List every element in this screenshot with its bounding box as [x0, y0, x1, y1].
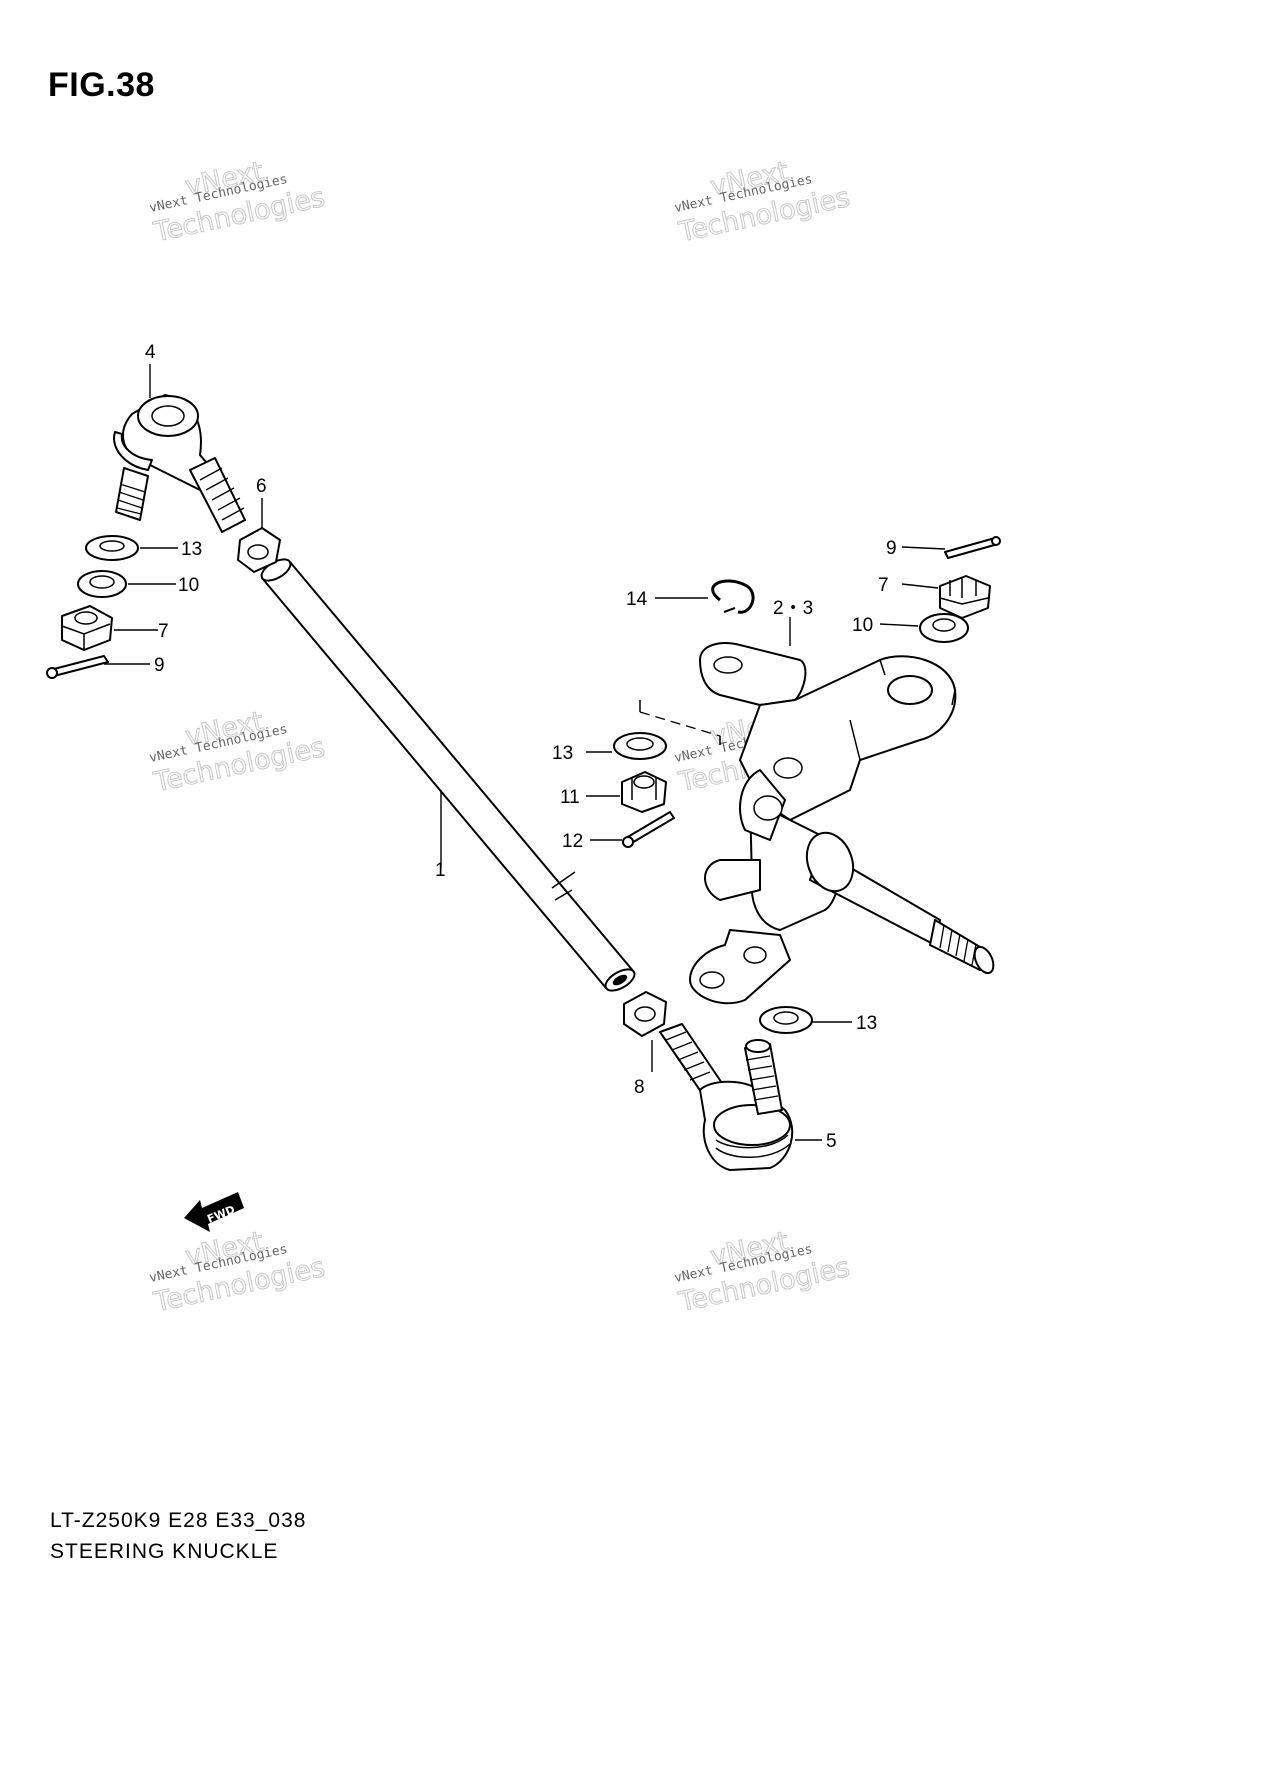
part-nut-7-left: [61, 605, 113, 651]
callout-9-right: 9: [886, 538, 897, 559]
figure-title: FIG.38: [48, 66, 155, 104]
part-washer-13-lower: [759, 1006, 813, 1034]
part-tie-rod: [260, 558, 636, 992]
callout-8: 8: [634, 1077, 645, 1098]
callout-13-mid: 13: [552, 743, 573, 764]
part-tie-rod-end-right: [659, 1023, 794, 1171]
watermark-bottom-left: vNext Technologies vNext Technologies: [148, 1226, 328, 1319]
callout-10-right: 10: [852, 615, 873, 636]
callout-14: 14: [626, 589, 648, 610]
callout-labels: 1 2・3 4 5 6 7 7 8 9 9 10 10 11 12 13 13 …: [145, 342, 897, 1152]
part-washer-10-right: [919, 613, 969, 643]
callout-2-3: 2・3: [773, 598, 813, 619]
part-cotter-pin-9-left: [46, 655, 109, 679]
part-cotter-pin-9-right: [944, 536, 1001, 559]
part-washer-13-mid: [613, 732, 667, 760]
fwd-arrow-icon: FWD: [184, 1192, 244, 1232]
part-washer-13-left: [85, 535, 139, 561]
callout-12: 12: [562, 831, 583, 852]
part-castle-nut-7-right: [939, 575, 991, 619]
callout-5: 5: [826, 1131, 837, 1152]
callout-4: 4: [145, 342, 156, 363]
callout-7-left: 7: [158, 621, 169, 642]
callout-13-lower: 13: [856, 1013, 877, 1034]
part-steering-knuckle: [639, 642, 995, 1005]
part-nut-11: [621, 771, 667, 813]
leader-lines: [104, 364, 946, 1141]
part-lock-nut-8: [623, 991, 667, 1037]
part-washer-10-left: [77, 570, 127, 598]
part-cotter-pin-12: [622, 811, 675, 848]
callout-1: 1: [435, 860, 446, 881]
watermark-mid-left: vNext Technologies vNext Technologies: [148, 706, 328, 799]
callout-6: 6: [256, 476, 267, 497]
callout-7-right: 7: [878, 575, 889, 596]
callout-13-left: 13: [181, 539, 202, 560]
callout-11: 11: [560, 787, 580, 808]
watermark-top-right: vNext Technologies vNext Technologies: [673, 156, 853, 249]
watermark-top-left: vNext Technologies vNext Technologies: [148, 156, 328, 249]
model-code: LT-Z250K9 E28 E33_038: [50, 1509, 307, 1532]
part-name: STEERING KNUCKLE: [50, 1540, 279, 1563]
part-tie-rod-end-left: [113, 394, 246, 533]
part-lock-nut-6: [237, 527, 281, 573]
callout-9-left: 9: [154, 655, 165, 676]
callout-10-left: 10: [178, 575, 199, 596]
part-circlip-14: [711, 579, 755, 614]
watermark-bottom-right: vNext Technologies vNext Technologies: [673, 1226, 853, 1319]
